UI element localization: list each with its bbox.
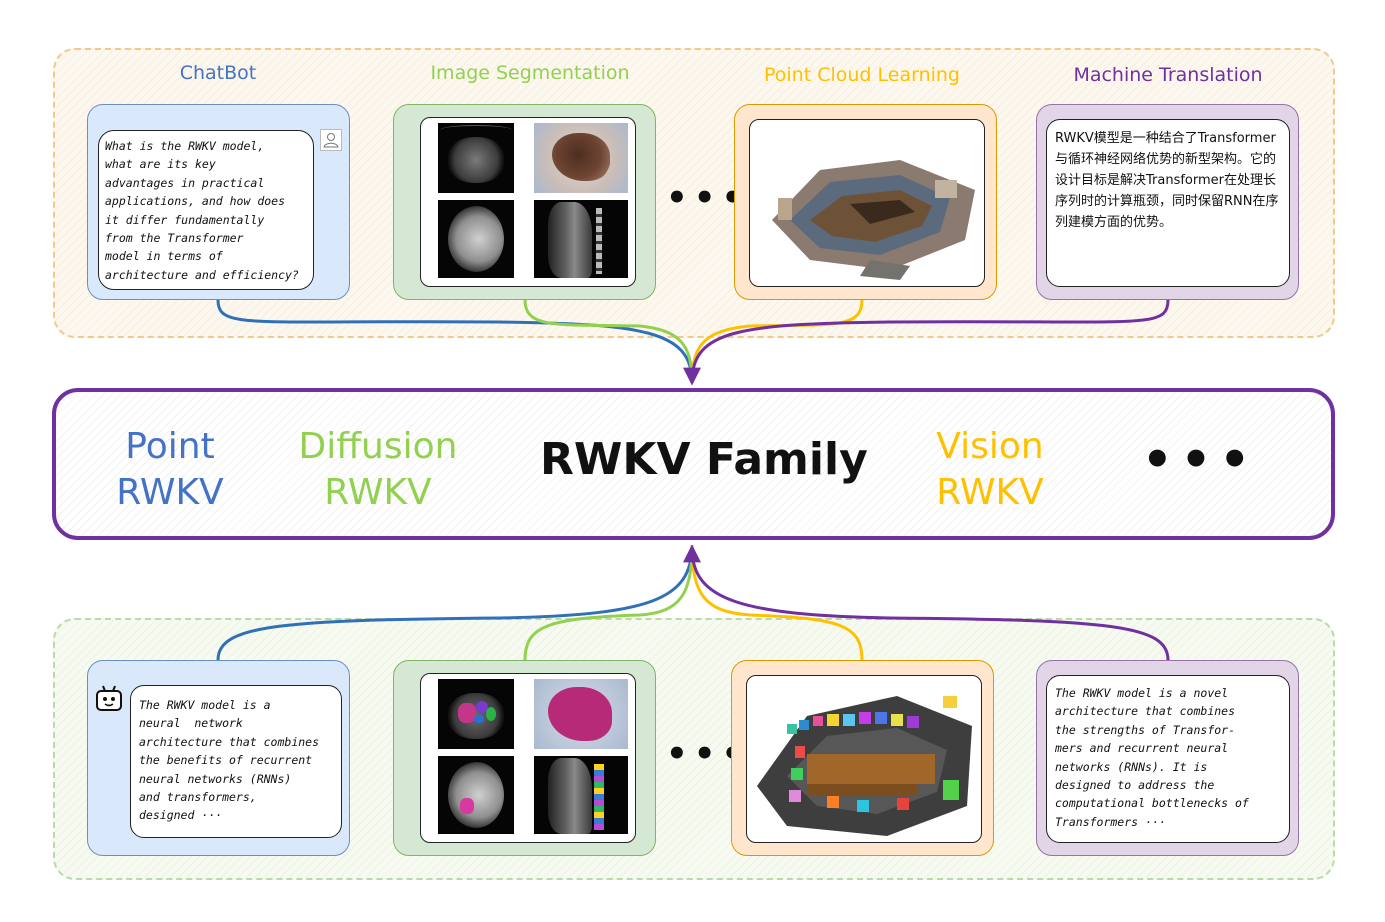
segmentation-output-panel — [420, 673, 636, 843]
connector-pointcloud — [690, 299, 864, 383]
pointcloud-output-card — [731, 660, 994, 856]
chat-question-text: What is the RWKV model, what are its key… — [105, 139, 299, 282]
user-icon — [320, 129, 342, 151]
task-title-point-cloud: Point Cloud Learning — [763, 64, 960, 86]
segmentation-output-card — [393, 660, 656, 856]
center-ellipsis: ••• — [1142, 432, 1259, 488]
brain-mri-mask-image — [438, 756, 514, 834]
vision-rwkv-label: Vision RWKV — [936, 426, 1044, 513]
chat-question-bubble: What is the RWKV model, what are its key… — [98, 130, 314, 290]
spine-ct-mask-image — [534, 756, 628, 834]
translation-target-bubble: The RWKV model is a novel architecture t… — [1046, 675, 1290, 843]
room-point-cloud-image — [772, 160, 975, 280]
segmented-point-cloud-image — [757, 696, 972, 836]
segmentation-input-panel — [420, 117, 636, 287]
connector-chatbot — [216, 299, 694, 383]
rwkv-family-box — [52, 388, 1335, 540]
task-title-image-segmentation: Image Segmentation — [430, 62, 630, 84]
top-ellipsis: ••• — [666, 178, 750, 218]
rwkv-family-title: RWKV Family — [540, 434, 868, 485]
ct-abdomen-mask-image — [438, 679, 514, 749]
connector-out-translation — [683, 544, 1170, 661]
diffusion-rwkv-label: Diffusion RWKV — [298, 426, 458, 513]
pointcloud-input-card — [734, 104, 997, 300]
spine-ct-image — [534, 200, 628, 278]
ct-abdomen-image — [438, 123, 514, 193]
connector-translation — [683, 299, 1170, 386]
connector-out-segmentation — [523, 544, 694, 661]
translation-output-card: The RWKV model is a novel architecture t… — [1036, 660, 1299, 856]
translation-target-text: The RWKV model is a novel architecture t… — [1055, 686, 1249, 829]
skin-lesion-image — [534, 123, 628, 193]
chatbot-input-card: What is the RWKV model, what are its key… — [87, 104, 350, 300]
task-title-machine-translation: Machine Translation — [1073, 64, 1263, 86]
pointcloud-output-panel — [746, 675, 982, 843]
chat-answer-bubble: The RWKV model is a neural network archi… — [130, 685, 342, 838]
chat-answer-text: The RWKV model is a neural network archi… — [139, 698, 320, 823]
bottom-ellipsis: ••• — [666, 734, 750, 774]
translation-input-card: RWKV模型是一种结合了Transformer与循环神经网络优势的新型架构。它的… — [1036, 104, 1299, 300]
translation-source-bubble: RWKV模型是一种结合了Transformer与循环神经网络优势的新型架构。它的… — [1046, 119, 1290, 287]
connector-segmentation — [523, 299, 694, 383]
point-rwkv-label: Point RWKV — [116, 426, 224, 513]
skin-lesion-mask-image — [534, 679, 628, 749]
chatbot-output-card: The RWKV model is a neural network archi… — [87, 660, 350, 856]
pointcloud-input-panel — [749, 119, 985, 287]
task-title-chatbot: ChatBot — [179, 62, 257, 84]
translation-source-text: RWKV模型是一种结合了Transformer与循环神经网络优势的新型架构。它的… — [1055, 131, 1279, 230]
robot-icon — [94, 683, 124, 713]
connector-out-chatbot — [216, 544, 694, 661]
connector-out-pointcloud — [690, 544, 864, 661]
brain-mri-image — [438, 200, 514, 278]
segmentation-input-card — [393, 104, 656, 300]
